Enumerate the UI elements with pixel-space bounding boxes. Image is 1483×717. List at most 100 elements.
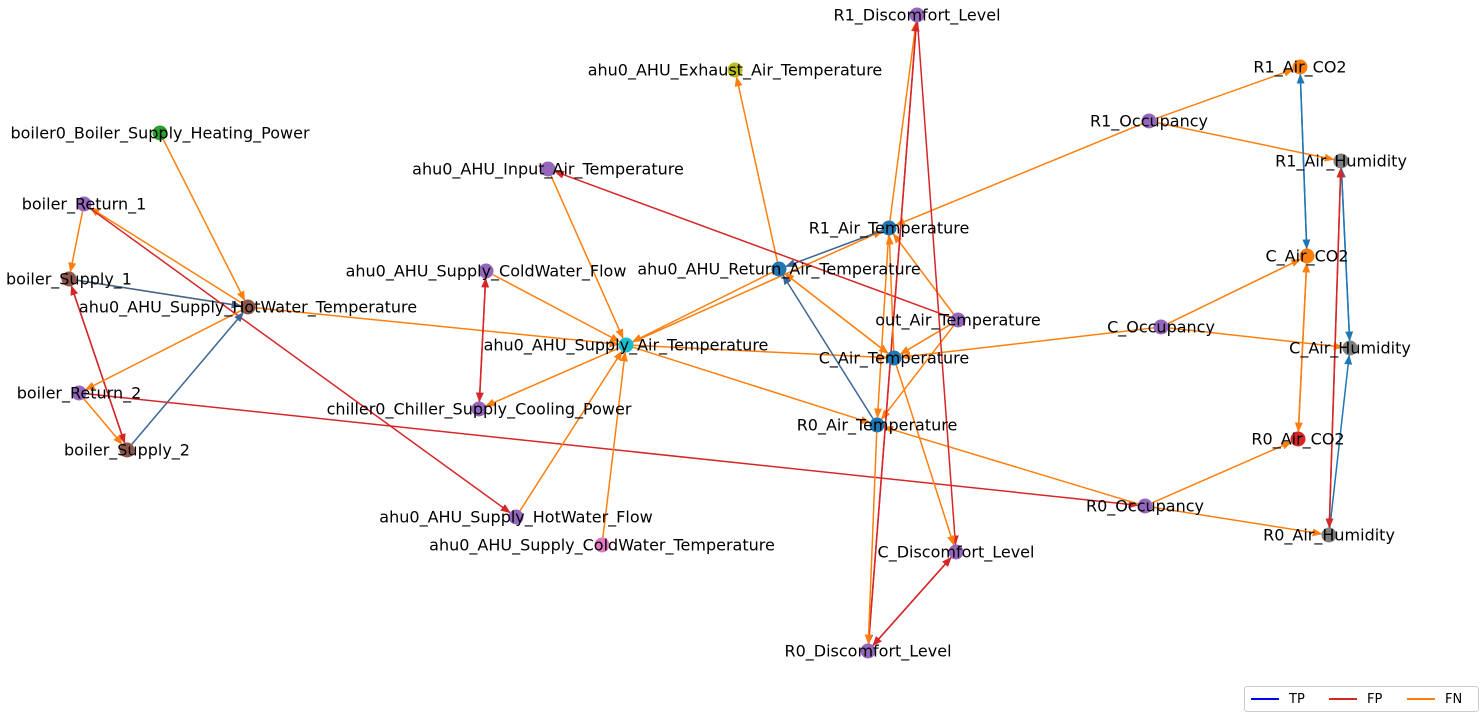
edge-fn-R0_Occupancy-to-R0_Air_CO2 (1151, 441, 1293, 504)
node-label-ahu0_AHU_Input_Air_Temperature: ahu0_AHU_Input_Air_Temperature (412, 160, 684, 180)
node-C_Occupancy (1153, 319, 1169, 335)
node-R0_Occupancy (1137, 498, 1153, 514)
node-ahu0_AHU_Input_Air_Temperature (540, 161, 556, 177)
node-label-R1_Discomfort_Level: R1_Discomfort_Level (833, 6, 1000, 26)
edge-tp-C_Air_CO2-to-R1_Air_CO2 (1296, 73, 1308, 249)
node-label-ahu0_AHU_Supply_ColdWater_Flow: ahu0_AHU_Supply_ColdWater_Flow (346, 262, 627, 282)
legend-entry-fp: FP (1329, 692, 1397, 707)
edge-fn-R0_Occupancy-to-R0_Air_Temperature (883, 425, 1139, 505)
edge-fn-boiler0_Boiler_Supply_Heating_Power-to-ahu0_AHU_Supply_HotWater_Temperature (162, 139, 246, 302)
legend-entry-tp: TP (1251, 692, 1319, 707)
edge-fn-out_Air_Temperature-to-R1_Air_Temperature (892, 233, 955, 315)
edge-fp-R1_Discomfort_Level-to-C_Discomfort_Level (916, 22, 959, 546)
node-label-ahu0_AHU_Supply_Air_Temperature: ahu0_AHU_Supply_Air_Temperature (484, 336, 769, 356)
edge-fn-R1_Occupancy-to-R1_Air_Humidity (1156, 121, 1335, 162)
node-label-C_Air_Humidity: C_Air_Humidity (1289, 339, 1411, 359)
edge-fn-C_Air_Temperature-to-C_Discomfort_Level (895, 364, 955, 546)
edge-fn-ahu0_AHU_Supply_Air_Temperature-to-R0_Air_Temperature (632, 346, 871, 424)
edge-fp-R1_Air_Humidity-to-R0_Air_Humidity (1325, 168, 1342, 529)
edge-fn-ahu0_AHU_Supply_HotWater_Temperature-to-ahu0_AHU_Supply_Air_Temperature (255, 307, 620, 348)
legend-label-tp: TP (1289, 691, 1305, 707)
node-label-C_Discomfort_Level: C_Discomfort_Level (878, 543, 1035, 563)
edge-fn-ahu0_AHU_Return_Air_Temperature-to-ahu0_AHU_Exhaust_Air_Temperature (734, 76, 779, 262)
edge-fn-R0_Air_Temperature-to-R0_Discomfort_Level (864, 432, 878, 645)
edge-fn-R0_Air_CO2-to-C_Air_CO2 (1297, 262, 1311, 432)
edge-tp-R1_Air_Temperature-to-ahu0_AHU_Return_Air_Temperature (785, 229, 883, 268)
node-label-out_Air_Temperature: out_Air_Temperature (875, 311, 1041, 331)
node-ahu0_AHU_Exhaust_Air_Temperature (727, 62, 743, 78)
node-boiler0_Boiler_Supply_Heating_Power (152, 125, 168, 141)
node-label-R0_Air_Humidity: R0_Air_Humidity (1263, 526, 1395, 546)
edge-fn-boiler_Return_1-to-boiler_Supply_1 (68, 211, 84, 273)
node-C_Air_Humidity (1342, 340, 1358, 356)
node-label-ahu0_AHU_Supply_HotWater_Flow: ahu0_AHU_Supply_HotWater_Flow (379, 508, 652, 528)
edge-tp-boiler_Supply_1-to-ahu0_AHU_Supply_HotWater_Temperature (76, 279, 242, 309)
node-label-ahu0_AHU_Exhaust_Air_Temperature: ahu0_AHU_Exhaust_Air_Temperature (588, 61, 883, 81)
node-label-R0_Occupancy: R0_Occupancy (1086, 497, 1204, 517)
node-R1_Air_CO2 (1292, 59, 1308, 75)
edge-fn-ahu0_AHU_Supply_ColdWater_Temperature-to-ahu0_AHU_Supply_Air_Temperature (602, 351, 629, 538)
node-boiler_Return_2 (71, 385, 87, 401)
edge-fn-R1_Air_Temperature-to-R1_Discomfort_Level (889, 21, 919, 221)
node-label-boiler_Return_1: boiler_Return_1 (22, 195, 147, 215)
node-boiler_Supply_1 (61, 271, 77, 287)
legend-line-fp (1329, 698, 1357, 700)
legend: TP FP FN (1244, 686, 1479, 712)
legend-line-tp (1251, 698, 1279, 700)
edge-tp-R0_Air_Humidity-to-C_Air_Humidity (1329, 354, 1353, 528)
node-R0_Air_Temperature (869, 417, 885, 433)
node-ahu0_AHU_Return_Air_Temperature (771, 261, 787, 277)
node-out_Air_Temperature (950, 312, 966, 328)
edge-fn-out_Air_Temperature-to-C_Air_Temperature (899, 323, 952, 355)
edge-fn-ahu0_AHU_Supply_Air_Temperature-to-R1_Air_Temperature (632, 230, 884, 343)
legend-line-fn (1407, 698, 1435, 700)
node-label-ahu0_AHU_Supply_ColdWater_Temperature: ahu0_AHU_Supply_ColdWater_Temperature (429, 536, 775, 556)
node-ahu0_AHU_Supply_ColdWater_Temperature (594, 537, 610, 553)
node-label-ahu0_AHU_Supply_HotWater_Temperature: ahu0_AHU_Supply_HotWater_Temperature (79, 298, 417, 318)
edge-fn-ahu0_AHU_Supply_Air_Temperature-to-C_Air_Temperature (633, 344, 888, 362)
legend-label-fn: FN (1445, 691, 1463, 707)
node-label-R1_Air_Humidity: R1_Air_Humidity (1275, 152, 1407, 172)
edge-fn-R1_Occupancy-to-R1_Air_Temperature (895, 123, 1143, 226)
node-ahu0_AHU_Supply_Air_Temperature (618, 337, 634, 353)
edge-fn-ahu0_AHU_Supply_Air_Temperature-to-chiller0_Chiller_Supply_Cooling_Power (484, 347, 620, 407)
labels-layer: R1_Discomfort_Level ahu0_AHU_Exhaust_Air_… (6, 6, 1411, 662)
edge-fn-ahu0_AHU_Return_Air_Temperature-to-C_Air_Temperature (784, 272, 889, 355)
edge-fn-C_Air_Temperature-to-R1_Air_Temperature (885, 234, 895, 351)
node-boiler_Return_1 (76, 196, 92, 212)
node-R1_Occupancy (1141, 113, 1157, 129)
node-label-C_Occupancy: C_Occupancy (1107, 318, 1215, 338)
node-R1_Air_Humidity (1333, 153, 1349, 169)
node-label-boiler_Return_2: boiler_Return_2 (17, 384, 142, 404)
node-chiller0_Chiller_Supply_Cooling_Power (471, 401, 487, 417)
edge-fn-boiler_Return_2-to-boiler_Supply_2 (83, 398, 123, 446)
edge-fn-R0_Occupancy-to-R0_Air_Humidity (1152, 506, 1323, 537)
node-C_Air_Temperature (886, 350, 902, 366)
node-label-R1_Air_CO2: R1_Air_CO2 (1253, 58, 1346, 78)
edge-fn-ahu0_AHU_Return_Air_Temperature-to-ahu0_AHU_Supply_Air_Temperature (631, 271, 773, 343)
node-C_Discomfort_Level (948, 544, 964, 560)
node-label-ahu0_AHU_Return_Air_Temperature: ahu0_AHU_Return_Air_Temperature (637, 260, 920, 280)
edge-fn-ahu0_AHU_Supply_ColdWater_Flow-to-ahu0_AHU_Supply_Air_Temperature (492, 273, 621, 343)
edges-layer (68, 21, 1354, 647)
node-label-C_Air_Temperature: C_Air_Temperature (819, 349, 970, 369)
node-R1_Air_Temperature (881, 220, 897, 236)
edge-fp-boiler_Return_2-to-R0_Occupancy (86, 393, 1139, 509)
node-ahu0_AHU_Supply_ColdWater_Flow (478, 263, 494, 279)
node-label-boiler_Supply_1: boiler_Supply_1 (6, 270, 132, 290)
edge-fn-ahu0_AHU_Supply_HotWater_Temperature-to-boiler_Return_1 (89, 207, 243, 304)
node-label-R0_Air_CO2: R0_Air_CO2 (1251, 430, 1344, 450)
node-ahu0_AHU_Supply_HotWater_Temperature (240, 299, 256, 315)
edge-tp-R0_Air_Temperature-to-ahu0_AHU_Return_Air_Temperature (782, 274, 874, 420)
node-label-R0_Discomfort_Level: R0_Discomfort_Level (784, 642, 951, 662)
node-R0_Air_Humidity (1321, 527, 1337, 543)
node-R0_Air_CO2 (1290, 431, 1306, 447)
edge-fn-R1_Occupancy-to-R1_Air_CO2 (1155, 68, 1294, 120)
node-R1_Discomfort_Level (909, 7, 925, 23)
edge-fn-C_Occupancy-to-C_Air_Humidity (1168, 327, 1344, 351)
edge-fn-C_Occupancy-to-C_Air_CO2 (1167, 258, 1302, 325)
node-C_Air_CO2 (1299, 248, 1315, 264)
edge-fp-R0_Discomfort_Level-to-C_Discomfort_Level (872, 556, 952, 646)
node-label-boiler_Supply_2: boiler_Supply_2 (64, 441, 190, 461)
